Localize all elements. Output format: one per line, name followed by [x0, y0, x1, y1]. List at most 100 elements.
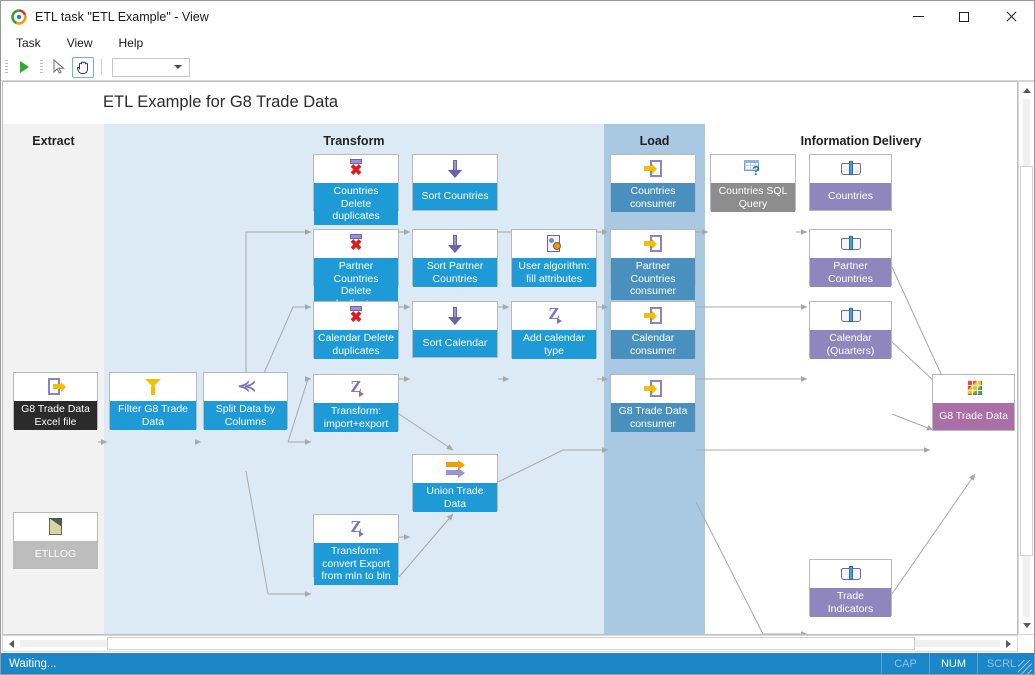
- diagram-node-pcdup[interactable]: ✖Partner Countries Delete duplicates: [313, 229, 399, 312]
- arrow-right-icon: [1006, 639, 1011, 648]
- node-icon: [611, 302, 695, 330]
- diagram-node-g8cons[interactable]: G8 Trade Data consumer: [610, 374, 696, 432]
- diagram-node-excel[interactable]: G8 Trade Data Excel file: [13, 372, 98, 430]
- node-icon: [14, 373, 97, 401]
- lane-label-load: Load: [639, 134, 670, 148]
- node-icon: [611, 230, 695, 258]
- toolbar-grip-2[interactable]: [40, 59, 43, 75]
- book-icon: [840, 234, 862, 254]
- maximize-button[interactable]: [941, 1, 987, 32]
- menu-bar: Task View Help: [1, 32, 1034, 54]
- diagram-canvas: ETL Example for G8 Trade Data Extract Tr…: [3, 82, 1017, 634]
- export-door-icon: [45, 377, 67, 397]
- chevron-down-icon: [174, 65, 182, 69]
- node-label: Partner Countries: [810, 258, 891, 287]
- vertical-scrollbar[interactable]: [1018, 81, 1034, 635]
- node-icon: [413, 455, 497, 483]
- vertical-scroll-thumb[interactable]: [1020, 166, 1033, 556]
- select-tool-button[interactable]: [48, 57, 70, 78]
- node-icon: ✖: [314, 302, 398, 330]
- scroll-up-button[interactable]: [1019, 82, 1034, 99]
- diagram-node-countries[interactable]: Countries: [809, 154, 892, 211]
- menu-task[interactable]: Task: [16, 35, 41, 50]
- node-label: Trade Indicators: [810, 588, 891, 617]
- node-icon: Z: [512, 302, 596, 330]
- diagram-node-sqlq[interactable]: ?Countries SQL Query: [710, 154, 796, 212]
- split-chevron-icon: ≺≺: [237, 378, 257, 395]
- node-label: Countries consumer: [611, 183, 695, 212]
- diagram-node-sortpc[interactable]: Sort Partner Countries: [412, 229, 498, 287]
- filter-funnel-icon: [142, 377, 164, 397]
- select-arrow-icon: [53, 59, 65, 74]
- scroll-right-button[interactable]: [1000, 636, 1017, 651]
- diagram-node-sortc[interactable]: Sort Countries: [412, 154, 498, 211]
- sort-arrow-icon: [444, 306, 466, 326]
- diagram-title: ETL Example for G8 Trade Data: [103, 93, 339, 111]
- horizontal-scroll-thumb[interactable]: [107, 637, 915, 650]
- scroll-down-button[interactable]: [1019, 617, 1034, 634]
- diagram-node-sortcal[interactable]: Sort Calendar: [412, 301, 498, 358]
- diagram-node-caldup[interactable]: ✖Calendar Delete duplicates: [313, 301, 399, 359]
- node-icon: [810, 230, 891, 258]
- node-icon: [413, 155, 497, 183]
- node-icon: ?: [711, 155, 795, 183]
- transform-z-icon: Z: [345, 377, 367, 399]
- arrow-left-icon: [9, 639, 14, 648]
- close-button[interactable]: [987, 1, 1034, 32]
- diagram-node-tradeind[interactable]: Trade Indicators: [809, 559, 892, 617]
- pan-tool-button[interactable]: [72, 56, 94, 78]
- etl-app-icon: [11, 8, 27, 25]
- node-label: Calendar (Quarters): [810, 330, 891, 359]
- book-icon: [840, 159, 862, 179]
- diagram-node-calcons[interactable]: Calendar consumer: [610, 301, 696, 359]
- window-title: ETL task "ETL Example" - View: [35, 9, 209, 24]
- diagram-node-union[interactable]: Union Trade Data: [412, 454, 498, 512]
- diagram-node-pcountries[interactable]: Partner Countries: [809, 229, 892, 287]
- node-icon: Z: [314, 375, 398, 403]
- horizontal-scrollbar[interactable]: [2, 635, 1018, 652]
- scroll-left-button[interactable]: [3, 636, 20, 651]
- node-icon: ✖: [314, 155, 398, 183]
- union-arrows-icon: [444, 459, 466, 479]
- diagram-node-cdup[interactable]: ✖Countries Delete duplicates: [313, 154, 399, 225]
- status-message: Waiting...: [9, 658, 57, 670]
- diagram-node-g8cube[interactable]: G8 Trade Data: [932, 374, 1015, 431]
- node-label: Transform: convert Export from mln to bl…: [314, 543, 398, 585]
- diagram-node-pccons[interactable]: Partner Countries consumer: [610, 229, 696, 300]
- status-scrl-indicator: SCRL: [977, 653, 1025, 674]
- node-icon: [611, 375, 695, 403]
- consumer-door-icon: [642, 379, 664, 399]
- node-label: Split Data by Columns: [204, 401, 287, 430]
- diagram-node-calq[interactable]: Calendar (Quarters): [809, 301, 892, 359]
- status-bar: Waiting... CAP NUM SCRL: [1, 653, 1034, 674]
- zoom-combo-box[interactable]: [112, 57, 190, 77]
- node-label: ETLLOG: [14, 541, 97, 568]
- minimize-button[interactable]: [895, 1, 941, 32]
- delete-duplicates-icon: ✖: [345, 306, 367, 326]
- node-icon: [611, 155, 695, 183]
- run-button[interactable]: [13, 57, 35, 78]
- diagram-node-filter[interactable]: Filter G8 Trade Data: [109, 372, 197, 430]
- node-label: Countries SQL Query: [711, 183, 795, 212]
- toolbar-grip[interactable]: [5, 59, 8, 75]
- menu-view[interactable]: View: [66, 35, 93, 50]
- diagram-node-ccons[interactable]: Countries consumer: [610, 154, 696, 212]
- user-algorithm-icon: [543, 234, 565, 254]
- resize-grip[interactable]: [1018, 660, 1032, 674]
- sort-arrow-icon: [444, 159, 466, 179]
- lane-label-extract: Extract: [32, 134, 75, 148]
- menu-help[interactable]: Help: [118, 35, 144, 50]
- diagram-canvas-viewport[interactable]: ETL Example for G8 Trade Data Extract Tr…: [2, 81, 1018, 635]
- node-label: G8 Trade Data: [933, 403, 1014, 430]
- book-icon: [840, 306, 862, 326]
- diagram-node-useralg[interactable]: User algorithm: fill attributes: [511, 229, 597, 287]
- transform-z-icon: Z: [543, 304, 565, 326]
- arrow-up-icon: [1022, 88, 1031, 93]
- diagram-node-etllog[interactable]: ETLLOG: [13, 512, 98, 569]
- consumer-door-icon: [642, 234, 664, 254]
- node-icon: [933, 375, 1014, 403]
- diagram-node-split[interactable]: ≺≺ Split Data by Columns: [203, 372, 288, 430]
